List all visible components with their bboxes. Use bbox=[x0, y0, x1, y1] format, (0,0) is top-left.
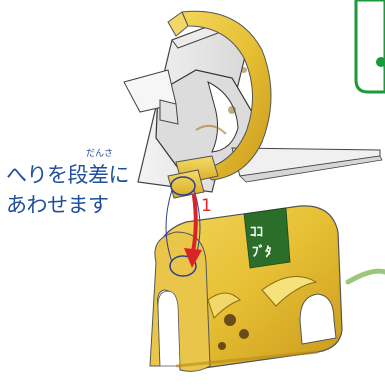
down-arrow-icon bbox=[184, 194, 202, 268]
instruction-line-2: あわせます bbox=[6, 193, 109, 217]
svg-text:ｺｺ: ｺｺ bbox=[250, 225, 263, 240]
panel-dot bbox=[376, 57, 385, 67]
instruction-text: だんさ へりを段差に あわせます bbox=[6, 149, 130, 220]
bottom-paper-tunnel: ｺｺ ﾌﾞﾀ bbox=[149, 205, 343, 372]
svg-text:ﾌﾞﾀ: ﾌﾞﾀ bbox=[252, 244, 272, 260]
green-curve bbox=[345, 268, 385, 285]
step-number: 1 bbox=[201, 196, 212, 216]
instruction-line-1: へりを段差に bbox=[6, 163, 130, 187]
top-paper-ring bbox=[123, 10, 383, 199]
corner-panel bbox=[354, 0, 385, 94]
instruction-ruby: だんさ bbox=[86, 149, 114, 159]
